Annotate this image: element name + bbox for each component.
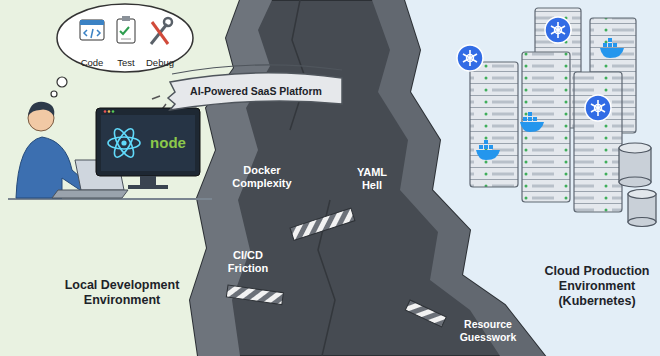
icon-label: Test [117,57,134,68]
monitor [96,108,200,176]
code-icon [80,20,104,40]
chasm [190,0,545,356]
broken-plank [405,300,446,327]
environment-label: Cloud Production Environment (Kubernetes… [538,264,656,309]
bridge-rail [172,65,342,74]
monitor-screen [101,115,195,171]
cliff-face [372,0,545,356]
person-hair [28,102,54,116]
node-logo-text: node [150,134,186,152]
thought-dot [57,77,67,87]
database [619,143,656,227]
react-logo [108,126,140,160]
debug-icon [151,18,172,44]
laptop-base [52,190,128,198]
problem-label: YAML Hell [346,166,398,192]
thought-bubble [57,4,193,72]
icon-label: Debug [146,57,174,68]
problem-label: Docker Complexity [224,164,300,190]
broken-plank [226,285,283,305]
docker-logo [476,38,624,160]
bridge-deck [168,73,342,110]
bridge-platform: AI-Powered SaaS Platform [170,70,342,116]
kubernetes-logo [457,17,611,121]
server-racks [470,8,636,212]
thought-dot [51,91,57,97]
icon-label: Code [81,57,104,68]
problem-label: Resource Guesswork [455,318,521,343]
problem-label: CI/CD Friction [215,249,281,275]
test-icon [117,16,135,43]
monitor-stand [140,176,156,185]
bridge-label: AI-Powered SaaS Platform [170,85,342,98]
environment-label: Local Development Environment [52,278,192,308]
person-body [16,137,86,198]
crack [290,0,335,356]
broken-plank [290,208,355,240]
